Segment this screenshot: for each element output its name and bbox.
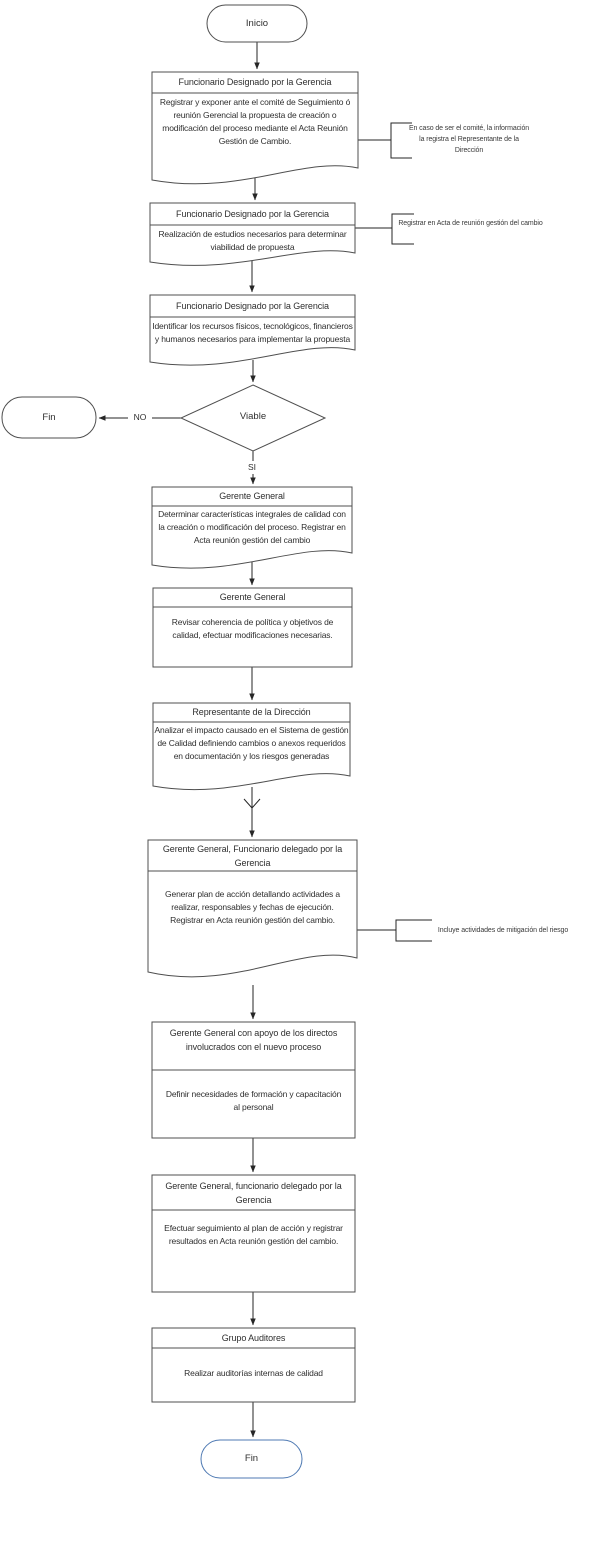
step7-header: Gerente General, Funcionario delegado po… [162, 844, 343, 868]
decision-diamond [179, 384, 327, 452]
step10-rect-shape [151, 1327, 356, 1403]
end-left-terminator-shape [1, 396, 97, 439]
step5-header: Gerente General [219, 592, 286, 602]
annotation1-bracket [390, 122, 412, 159]
step5-rect-shape [152, 587, 353, 668]
end-terminator-label: Fin [244, 1453, 259, 1464]
step7-body: Generar plan de acción detallando activi… [165, 889, 340, 925]
decision-label: Viable [239, 411, 267, 422]
annotation2-bracket [391, 213, 414, 245]
step6-document-shape [152, 702, 351, 791]
step7-document-shape [147, 839, 358, 978]
step5-body: Revisar coherencia de política y objetiv… [171, 617, 334, 640]
step1-body: Registrar y exponer ante el comité de Se… [159, 97, 351, 146]
annotation2-text: Registrar en Acta de reunión gestión del… [398, 220, 543, 227]
annotation3-bracket [395, 919, 432, 942]
step6-body: Analizar el impacto causado en el Sistem… [154, 725, 349, 761]
step4-document-shape [151, 486, 353, 569]
start-terminator-shape [206, 4, 308, 43]
shapes-layer [1, 4, 359, 1479]
step3-header: Funcionario Designado por la Gerencia [176, 301, 329, 311]
step4-header: Gerente General [219, 491, 285, 501]
start-terminator-label: Inicio [245, 18, 269, 29]
step3-body: Identificar los recursos físicos, tecnol… [152, 321, 353, 344]
step3-document-shape [149, 294, 356, 366]
step1-header: Funcionario Designado por la Gerencia [178, 77, 332, 87]
annotation1-text: En caso de ser el comité, la información… [408, 125, 530, 154]
end-terminator-shape [200, 1439, 303, 1479]
step9-rect-shape [151, 1174, 356, 1293]
step1-document-shape [151, 71, 359, 185]
step9-body: Efectuar seguimiento al plan de acción y… [164, 1223, 343, 1246]
step8-body: Definir necesidades de formación y capac… [165, 1089, 342, 1112]
step4-body: Determinar características integrales de… [158, 509, 346, 545]
end-left-terminator-label: Fin [42, 412, 56, 423]
step8-header: Gerente General con apoyo de los directo… [169, 1028, 338, 1052]
step2-header: Funcionario Designado por la Gerencia [176, 209, 329, 219]
open-chevron-connector [243, 798, 261, 809]
step2-body: Realización de estudios necesarios para … [158, 229, 347, 252]
step6-header: Representante de la Dirección [192, 707, 311, 717]
step10-body: Realizar auditorías internas de calidad [184, 1368, 323, 1378]
step8-rect-shape [151, 1021, 356, 1139]
step9-header: Gerente General, funcionario delegado po… [165, 1181, 342, 1205]
decision-yes-label: SI [243, 461, 261, 474]
annotation3-text: Incluye actividades de mitigación del ri… [437, 927, 569, 934]
step2-document-shape [149, 202, 356, 266]
decision-no-label: NO [128, 411, 152, 424]
step10-header: Grupo Auditores [221, 1333, 286, 1343]
